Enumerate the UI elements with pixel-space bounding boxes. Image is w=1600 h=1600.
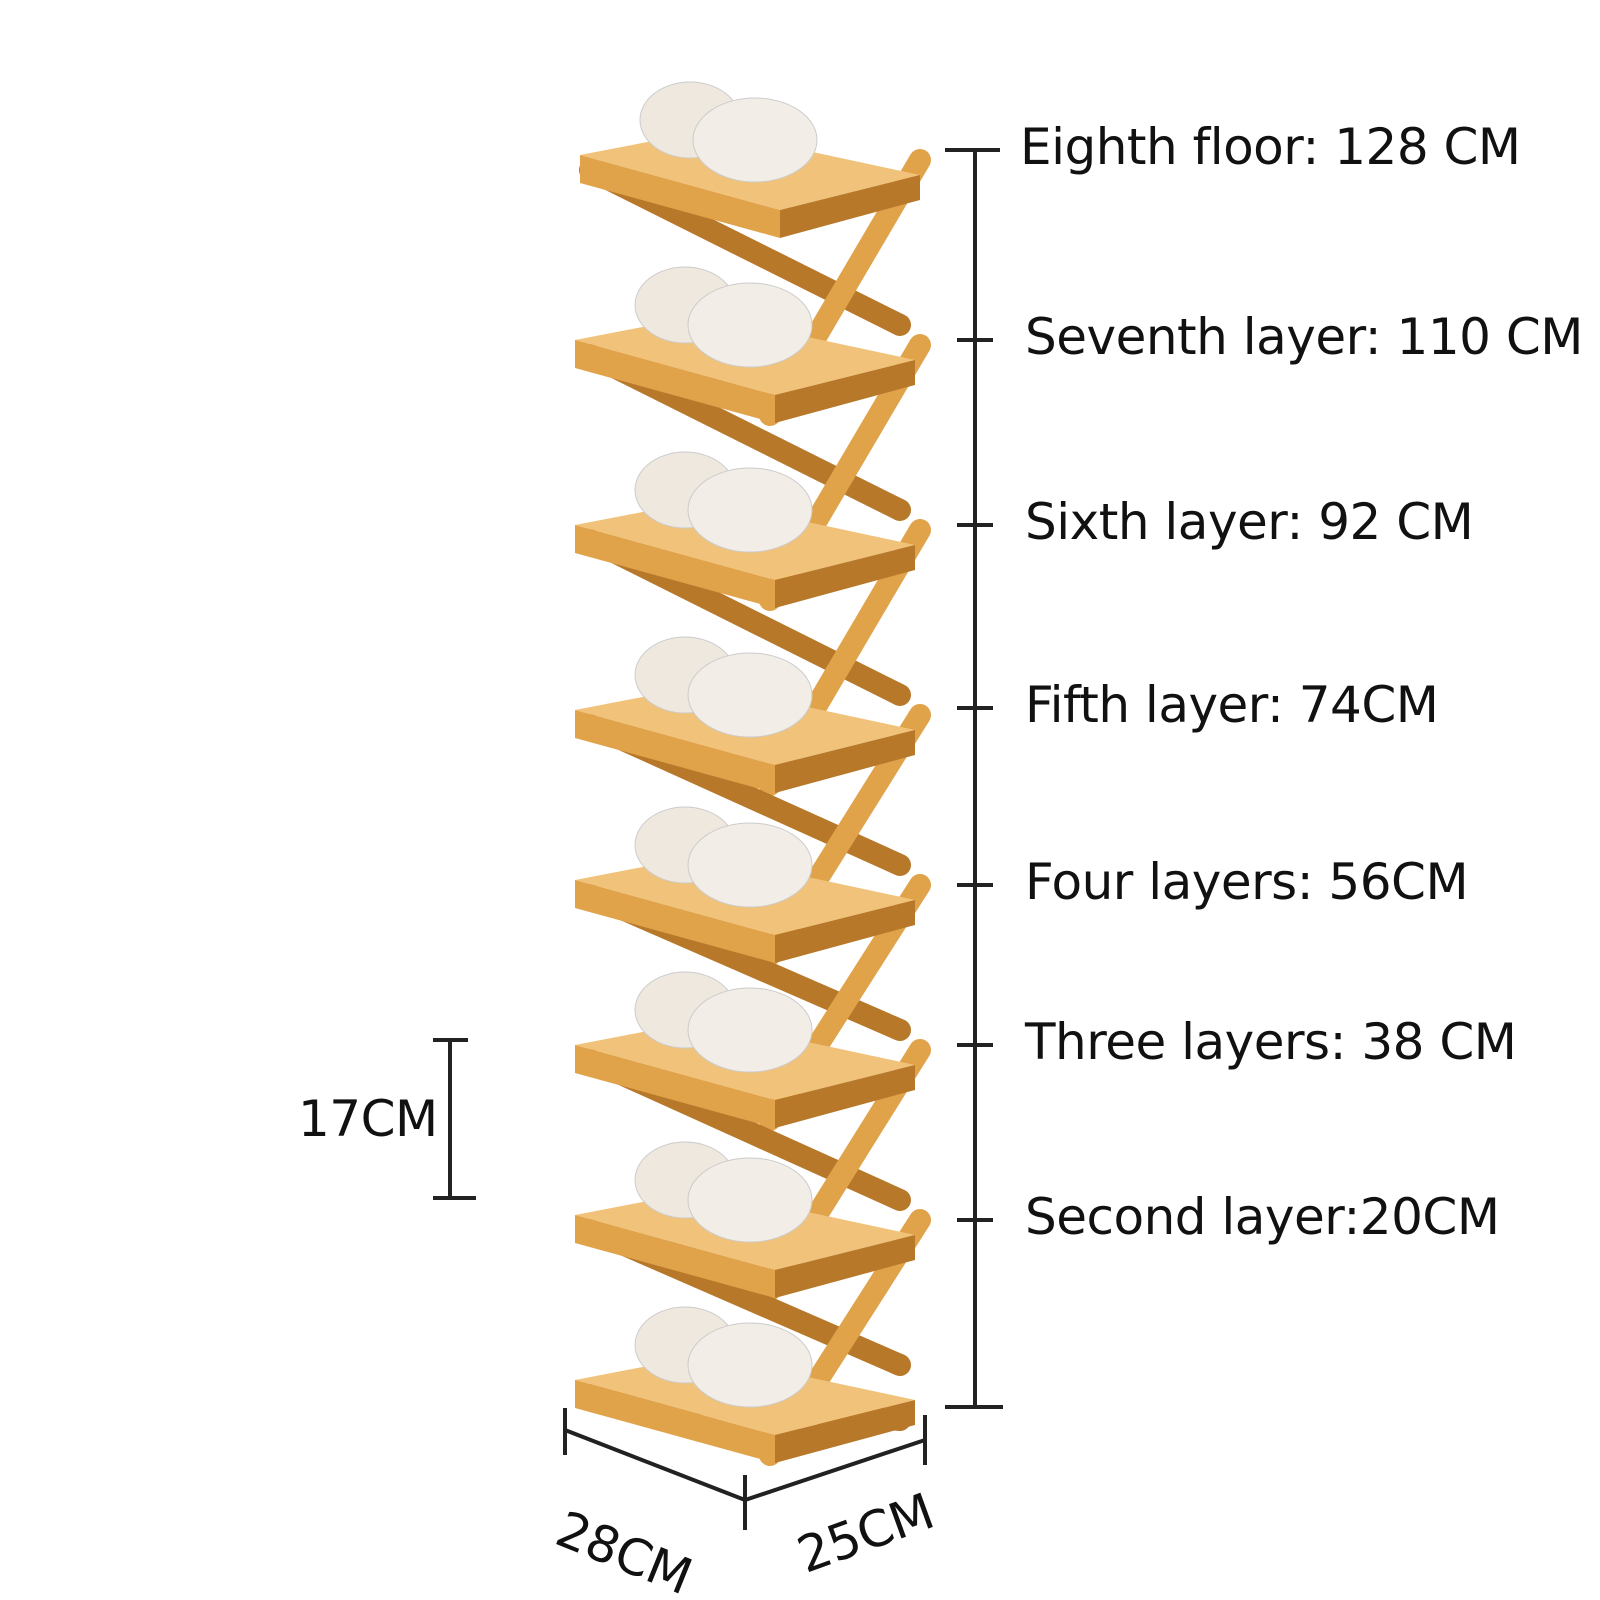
shelf-front (580, 155, 780, 238)
shelf-front (575, 1380, 775, 1463)
shelf-front (575, 340, 775, 423)
shelf-front (575, 1045, 775, 1128)
layer-height-label: Seventh layer: 110 CM (1025, 308, 1583, 366)
shelf-front (575, 525, 775, 608)
shelf-front (575, 880, 775, 963)
shoe (687, 822, 813, 908)
shelf-side (775, 1235, 915, 1298)
width-line (564, 1428, 746, 1502)
shelf-front (575, 1215, 775, 1298)
layer-height-label: Eighth floor: 128 CM (1020, 118, 1521, 176)
shelf-front (575, 710, 775, 793)
shelf-side (775, 545, 915, 608)
shoe (687, 987, 813, 1073)
shoe (687, 282, 813, 368)
shelf-side (775, 730, 915, 793)
shoe (692, 97, 818, 183)
shelf-side (780, 175, 920, 238)
shelf-side (775, 360, 915, 423)
depth-line (744, 1438, 926, 1502)
shoe (687, 1322, 813, 1408)
layer-height-label: Four layers: 56CM (1025, 853, 1469, 911)
layer-height-label: Fifth layer: 74CM (1025, 676, 1439, 734)
shelf-side (775, 900, 915, 963)
layer-height-label: Sixth layer: 92 CM (1025, 493, 1474, 551)
shelf-side (775, 1065, 915, 1128)
shelf-side (775, 1400, 915, 1463)
shoe (687, 467, 813, 553)
layer-height-label: Three layers: 38 CM (1025, 1013, 1517, 1071)
shoe (687, 652, 813, 738)
shelf-spacing-label: 17CM (298, 1090, 438, 1148)
layer-height-label: Second layer:20CM (1025, 1188, 1500, 1246)
shoe (687, 1157, 813, 1243)
